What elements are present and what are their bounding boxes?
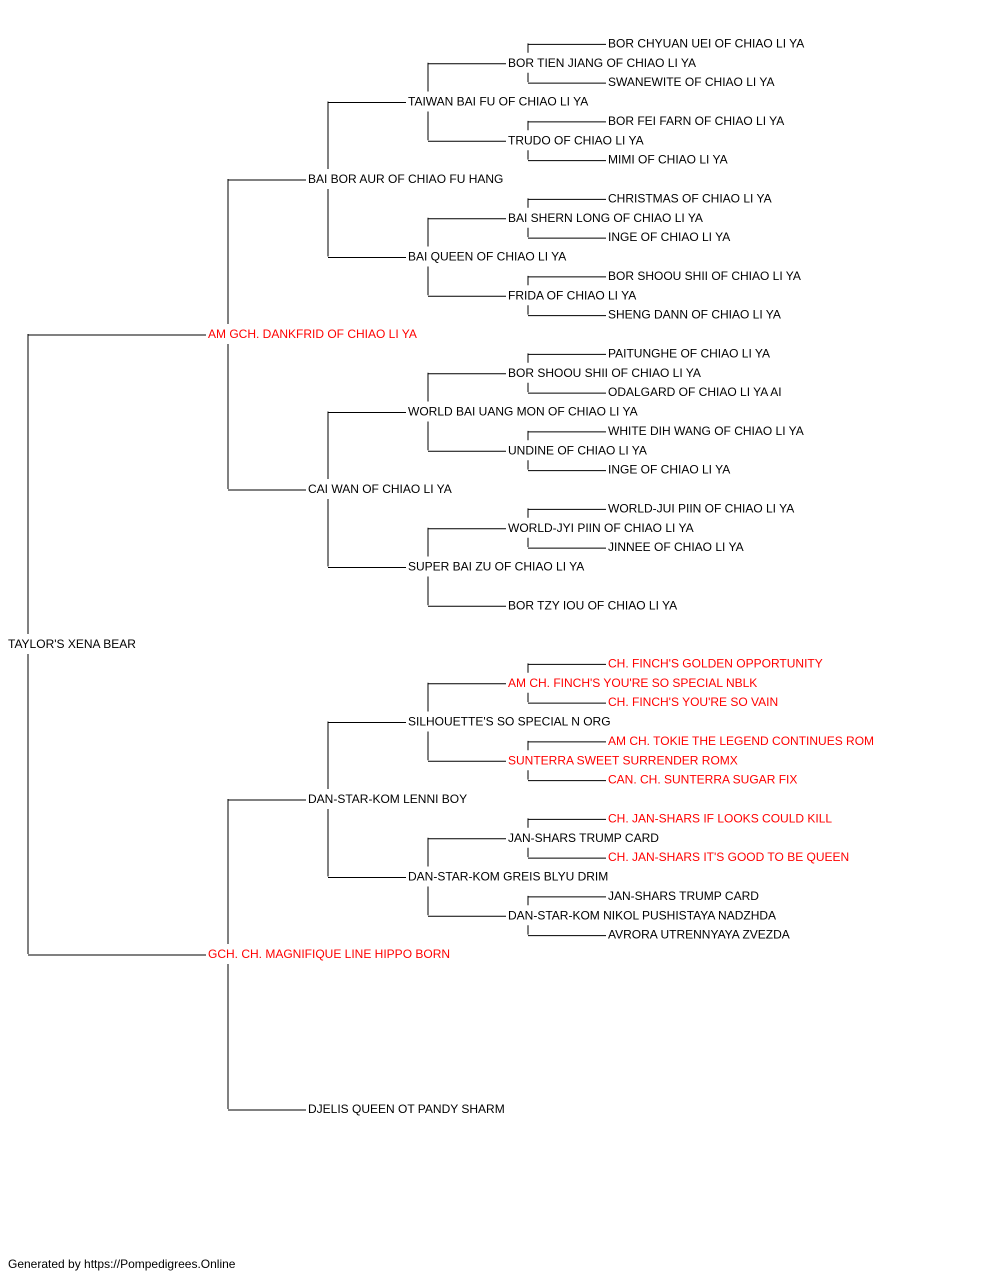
- dog-name: UNDINE OF CHIAO LI YA: [508, 443, 647, 457]
- dog-name: DAN-STAR-KOM NIKOL PUSHISTAYA NADZHDA: [508, 908, 776, 922]
- dog-name: CH. JAN-SHARS IF LOOKS COULD KILL: [608, 811, 832, 825]
- dog-name: SUNTERRA SWEET SURRENDER ROMX: [508, 753, 738, 767]
- dog-name: BOR SHOOU SHII OF CHIAO LI YA: [508, 366, 701, 380]
- dog-name: BOR SHOOU SHII OF CHIAO LI YA: [608, 269, 801, 283]
- dog-name: INGE OF CHIAO LI YA: [608, 230, 730, 244]
- dog-name: SWANEWITE OF CHIAO LI YA: [608, 75, 774, 89]
- dog-name: TAYLOR'S XENA BEAR: [8, 637, 136, 651]
- dog-name: TRUDO OF CHIAO LI YA: [508, 133, 644, 147]
- dog-name: CH. FINCH'S YOU'RE SO VAIN: [608, 695, 778, 709]
- dog-name: AM CH. TOKIE THE LEGEND CONTINUES ROM: [608, 734, 874, 748]
- dog-name: SILHOUETTE'S SO SPECIAL N ORG: [408, 715, 611, 729]
- dog-name: JAN-SHARS TRUMP CARD: [508, 831, 659, 845]
- dog-name: JAN-SHARS TRUMP CARD: [608, 889, 759, 903]
- dog-name: WHITE DIH WANG OF CHIAO LI YA: [608, 424, 804, 438]
- dog-name: BOR CHYUAN UEI OF CHIAO LI YA: [608, 36, 804, 50]
- dog-name: DJELIS QUEEN OT PANDY SHARM: [308, 1102, 505, 1116]
- dog-name: INGE OF CHIAO LI YA: [608, 463, 730, 477]
- dog-name: AM CH. FINCH'S YOU'RE SO SPECIAL NBLK: [508, 676, 757, 690]
- dog-name: BAI QUEEN OF CHIAO LI YA: [408, 250, 566, 264]
- footer-credit: Generated by https://Pompedigrees.Online: [8, 1257, 236, 1271]
- dog-name: WORLD BAI UANG MON OF CHIAO LI YA: [408, 405, 638, 419]
- dog-name: JINNEE OF CHIAO LI YA: [608, 540, 744, 554]
- dog-name: TAIWAN BAI FU OF CHIAO LI YA: [408, 95, 588, 109]
- dog-name: AM GCH. DANKFRID OF CHIAO LI YA: [208, 327, 417, 341]
- dog-name: BOR TIEN JIANG OF CHIAO LI YA: [508, 56, 696, 70]
- dog-name: FRIDA OF CHIAO LI YA: [508, 288, 636, 302]
- dog-name: CHRISTMAS OF CHIAO LI YA: [608, 191, 772, 205]
- dog-name: PAITUNGHE OF CHIAO LI YA: [608, 346, 770, 360]
- dog-name: BOR TZY IOU OF CHIAO LI YA: [508, 598, 677, 612]
- dog-name: DAN-STAR-KOM GREIS BLYU DRIM: [408, 870, 608, 884]
- dog-name: BAI BOR AUR OF CHIAO FU HANG: [308, 172, 503, 186]
- dog-name: BOR FEI FARN OF CHIAO LI YA: [608, 114, 784, 128]
- dog-name: CAI WAN OF CHIAO LI YA: [308, 482, 452, 496]
- dog-name: ODALGARD OF CHIAO LI YA AI: [608, 385, 782, 399]
- dog-name: MIMI OF CHIAO LI YA: [608, 153, 728, 167]
- dog-name: WORLD-JUI PIIN OF CHIAO LI YA: [608, 501, 794, 515]
- dog-name: CH. FINCH'S GOLDEN OPPORTUNITY: [608, 656, 823, 670]
- dog-name: GCH. CH. MAGNIFIQUE LINE HIPPO BORN: [208, 947, 450, 961]
- dog-name: BAI SHERN LONG OF CHIAO LI YA: [508, 211, 703, 225]
- dog-name: WORLD-JYI PIIN OF CHIAO LI YA: [508, 521, 694, 535]
- dog-name: SUPER BAI ZU OF CHIAO LI YA: [408, 560, 584, 574]
- dog-name: DAN-STAR-KOM LENNI BOY: [308, 792, 467, 806]
- dog-name: AVRORA UTRENNYAYA ZVEZDA: [608, 928, 790, 942]
- dog-name: SHENG DANN OF CHIAO LI YA: [608, 308, 781, 322]
- dog-name: CAN. CH. SUNTERRA SUGAR FIX: [608, 773, 797, 787]
- dog-name: CH. JAN-SHARS IT'S GOOD TO BE QUEEN: [608, 850, 849, 864]
